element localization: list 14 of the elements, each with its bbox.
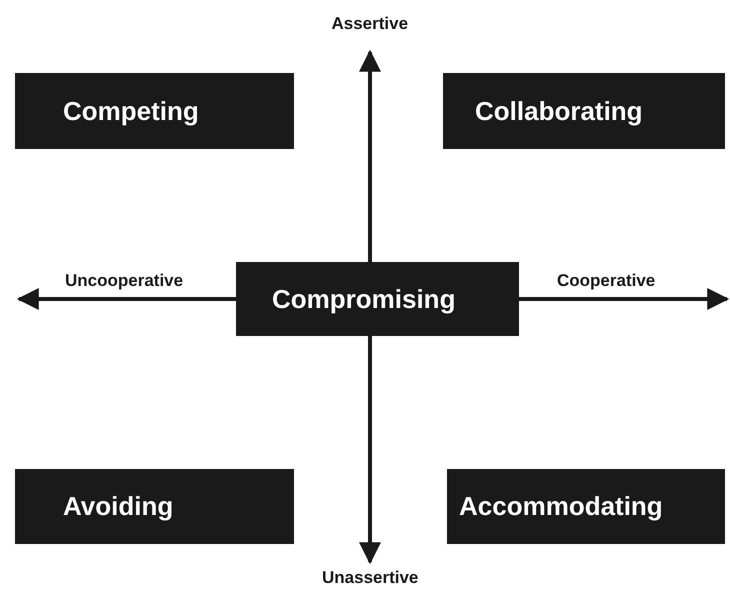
mode-name: Collaborating	[475, 96, 643, 126]
mode-name: Competing	[63, 96, 199, 126]
mode-name: Avoiding	[63, 491, 174, 522]
mode-box	[447, 469, 725, 544]
axis-label: Assertive	[332, 14, 408, 34]
mode-name: Compromising	[272, 284, 456, 314]
mode-name: Accommodating	[459, 491, 663, 522]
mode-box	[15, 73, 294, 149]
mode-box	[236, 262, 519, 336]
axis-label: Uncooperative	[65, 271, 184, 291]
mode-box	[443, 73, 725, 149]
axis-label: Cooperative	[557, 271, 656, 291]
mode-box	[15, 469, 294, 544]
axis-label: Unassertive	[322, 568, 418, 588]
